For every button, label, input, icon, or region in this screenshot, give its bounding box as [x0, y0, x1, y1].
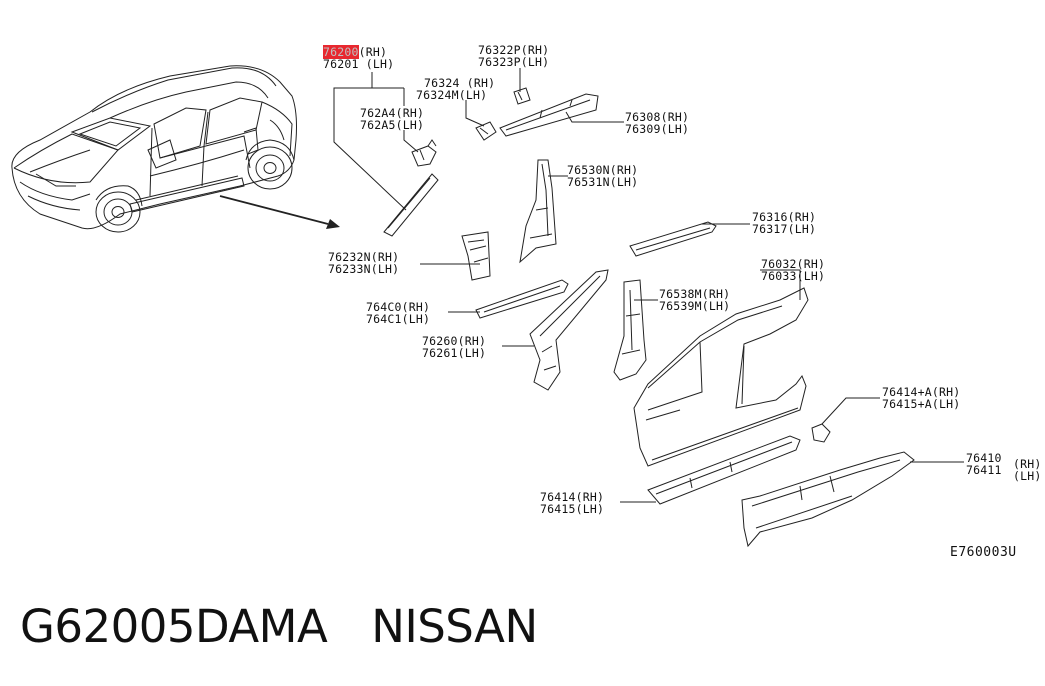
part-76538M	[614, 280, 646, 380]
label-76410-rh: 76410	[966, 451, 1002, 465]
label-76530-rh: 76530N(RH)	[567, 163, 639, 177]
label-76200-lh: 76201 (LH)	[323, 57, 395, 71]
part-76322P	[514, 88, 530, 104]
label-76410-lh-side: (LH)	[1013, 469, 1042, 483]
part-76324	[476, 122, 496, 140]
label-76530-lh: 76531N(LH)	[567, 175, 639, 189]
label-76322-rh: 76322P(RH)	[478, 43, 550, 57]
label-762A4-lh: 762A5(LH)	[360, 118, 425, 132]
label-76260-lh: 76261(LH)	[422, 346, 487, 360]
label-76322-lh: 76323P(LH)	[478, 55, 550, 69]
label-76308-lh: 76309(LH)	[625, 122, 690, 136]
label-76232-lh: 76233N(LH)	[328, 262, 400, 276]
label-76410-lh: 76411	[966, 463, 1002, 477]
label-76200-rh: 76200(RH)	[323, 45, 388, 59]
label-76308-rh: 76308(RH)	[625, 110, 690, 124]
part-76530N	[520, 160, 556, 262]
label-76414A-rh: 76414+A(RH)	[882, 385, 961, 399]
part-number: G62005DAMA	[20, 600, 328, 653]
part-76032	[634, 288, 808, 466]
part-76316	[630, 222, 716, 256]
brand-name: NISSAN	[371, 600, 538, 653]
label-76032-rh: 76032(RH)	[761, 257, 826, 271]
label-76410-rh-side: (RH)	[1013, 457, 1042, 471]
label-76032-lh: 76033(LH)	[761, 269, 826, 283]
label-76232-rh: 76232N(RH)	[328, 250, 400, 264]
label-76260-rh: 76260(RH)	[422, 334, 487, 348]
footer-caption: G62005DAMA NISSAN	[20, 600, 538, 653]
part-76414	[648, 436, 800, 504]
label-76316-lh: 76317(LH)	[752, 222, 817, 236]
label-76324-rh: 76324 (RH)	[424, 76, 496, 90]
part-764C0	[476, 280, 568, 318]
part-76200	[384, 174, 438, 236]
leader-lines	[334, 68, 964, 502]
label-76414-rh: 76414(RH)	[540, 490, 605, 504]
rh-suffix: (RH)	[358, 45, 388, 59]
label-76538-lh: 76539M(LH)	[659, 299, 731, 313]
part-76410	[742, 452, 914, 546]
part-76260	[530, 270, 608, 390]
diagram-code: E760003U	[950, 545, 1017, 560]
highlighted-part-76200: 76200	[323, 45, 359, 59]
pointer-arrow	[220, 196, 340, 229]
part-76232N	[462, 232, 490, 280]
label-76538-rh: 76538M(RH)	[659, 287, 731, 301]
label-76324-lh: 76324M(LH)	[416, 88, 488, 102]
part-762A4	[412, 146, 436, 166]
label-764C0-rh: 764C0(RH)	[366, 300, 431, 314]
part-76414A	[812, 424, 830, 442]
car-illustration	[12, 66, 297, 232]
label-76316-rh: 76316(RH)	[752, 210, 817, 224]
part-drawings	[384, 88, 914, 546]
label-764C0-lh: 764C1(LH)	[366, 312, 431, 326]
label-76414-lh: 76415(LH)	[540, 502, 605, 516]
label-762A4-rh: 762A4(RH)	[360, 106, 425, 120]
label-76414A-lh: 76415+A(LH)	[882, 397, 961, 411]
part-76308	[500, 94, 598, 136]
